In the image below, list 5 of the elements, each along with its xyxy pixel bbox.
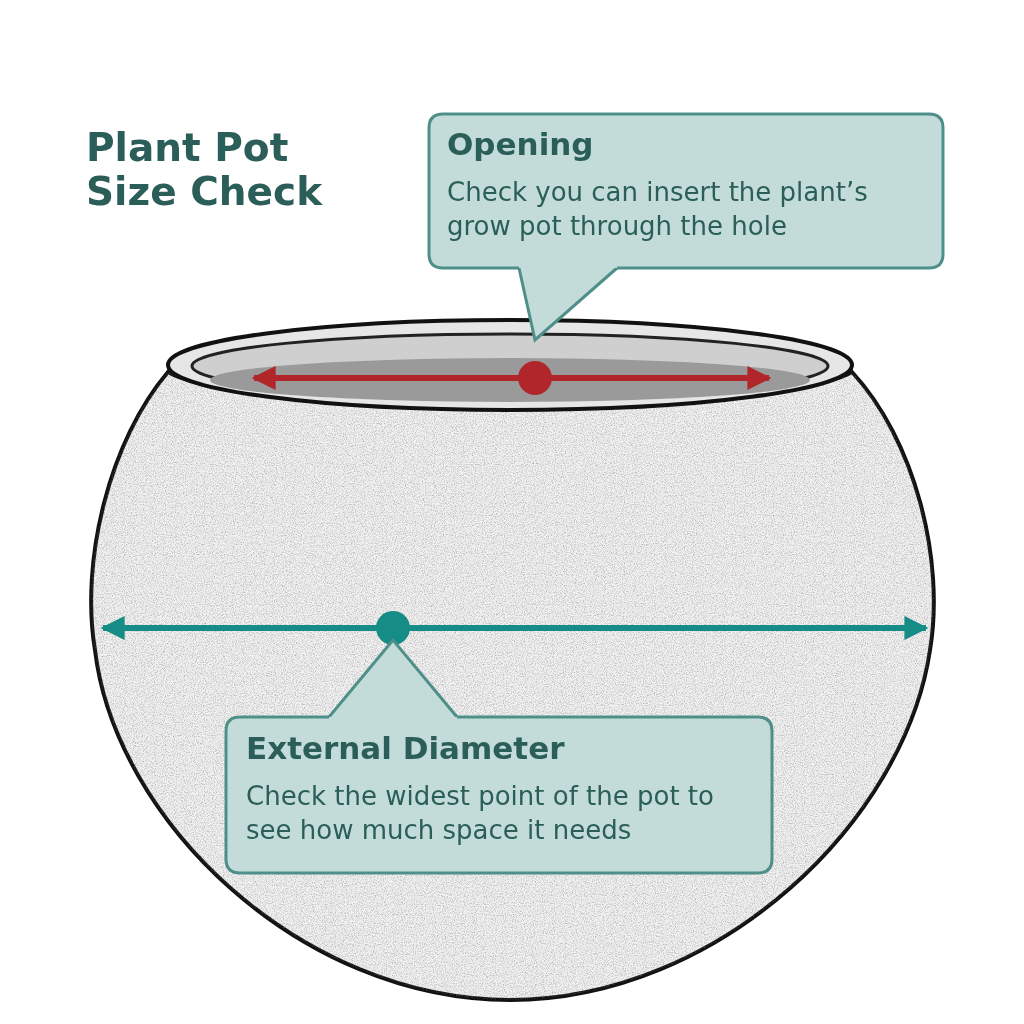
callout-heading: External Diameter (246, 730, 565, 766)
callout-text: Check the widest point of the pot to see how much space it needs (246, 780, 715, 847)
title: Plant Pot Size Check (86, 126, 324, 214)
callout-text: Check you can insert the plant’s grow pot through the hole (447, 176, 869, 243)
callout-heading: Opening (447, 126, 594, 162)
